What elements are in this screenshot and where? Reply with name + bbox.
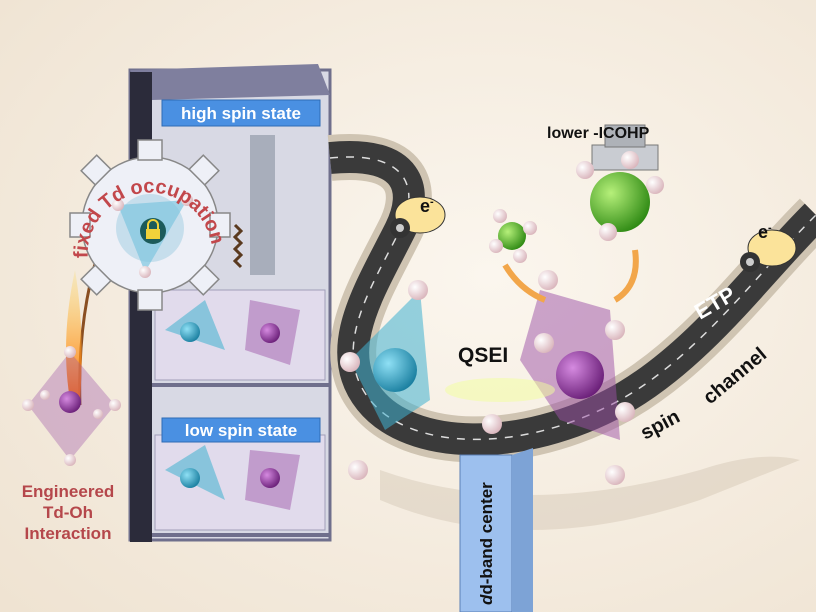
high-spin-label: high spin state [181, 104, 301, 123]
oh-octahedron [22, 346, 121, 466]
electron-label-2: e- [758, 222, 772, 242]
caption-line-1: Engineered [22, 482, 115, 501]
electron-label-1: e- [420, 196, 434, 216]
flame [66, 270, 82, 400]
electron-car-2: e- [740, 222, 797, 272]
d-band-label: dd-band center [477, 482, 496, 605]
spring [232, 223, 244, 269]
gear: fixed Td occupation [69, 139, 231, 406]
low-spin-sign: low spin state [161, 417, 321, 443]
caption-line-2: Td-Oh [43, 503, 93, 522]
adsorbate-molecule [489, 209, 537, 263]
caption-line-3: Interaction [25, 524, 112, 543]
icohp-label: lower -ICOHP [547, 125, 650, 142]
qsei-label: QSEI [458, 344, 508, 367]
lock-icon [140, 218, 166, 244]
electron-car-1: e- [390, 196, 446, 238]
arrow-down [502, 263, 547, 303]
td-oh-pair [340, 270, 635, 485]
arrow-up [613, 249, 639, 303]
low-spin-label: low spin state [185, 421, 297, 440]
left-caption: Engineered Td-Oh Interaction [22, 482, 115, 543]
robot-claw [576, 124, 664, 241]
d-band-pillar: dd-band center [459, 448, 533, 612]
high-spin-sign: high spin state [161, 99, 321, 127]
d-band-text: d-band center [477, 482, 496, 595]
